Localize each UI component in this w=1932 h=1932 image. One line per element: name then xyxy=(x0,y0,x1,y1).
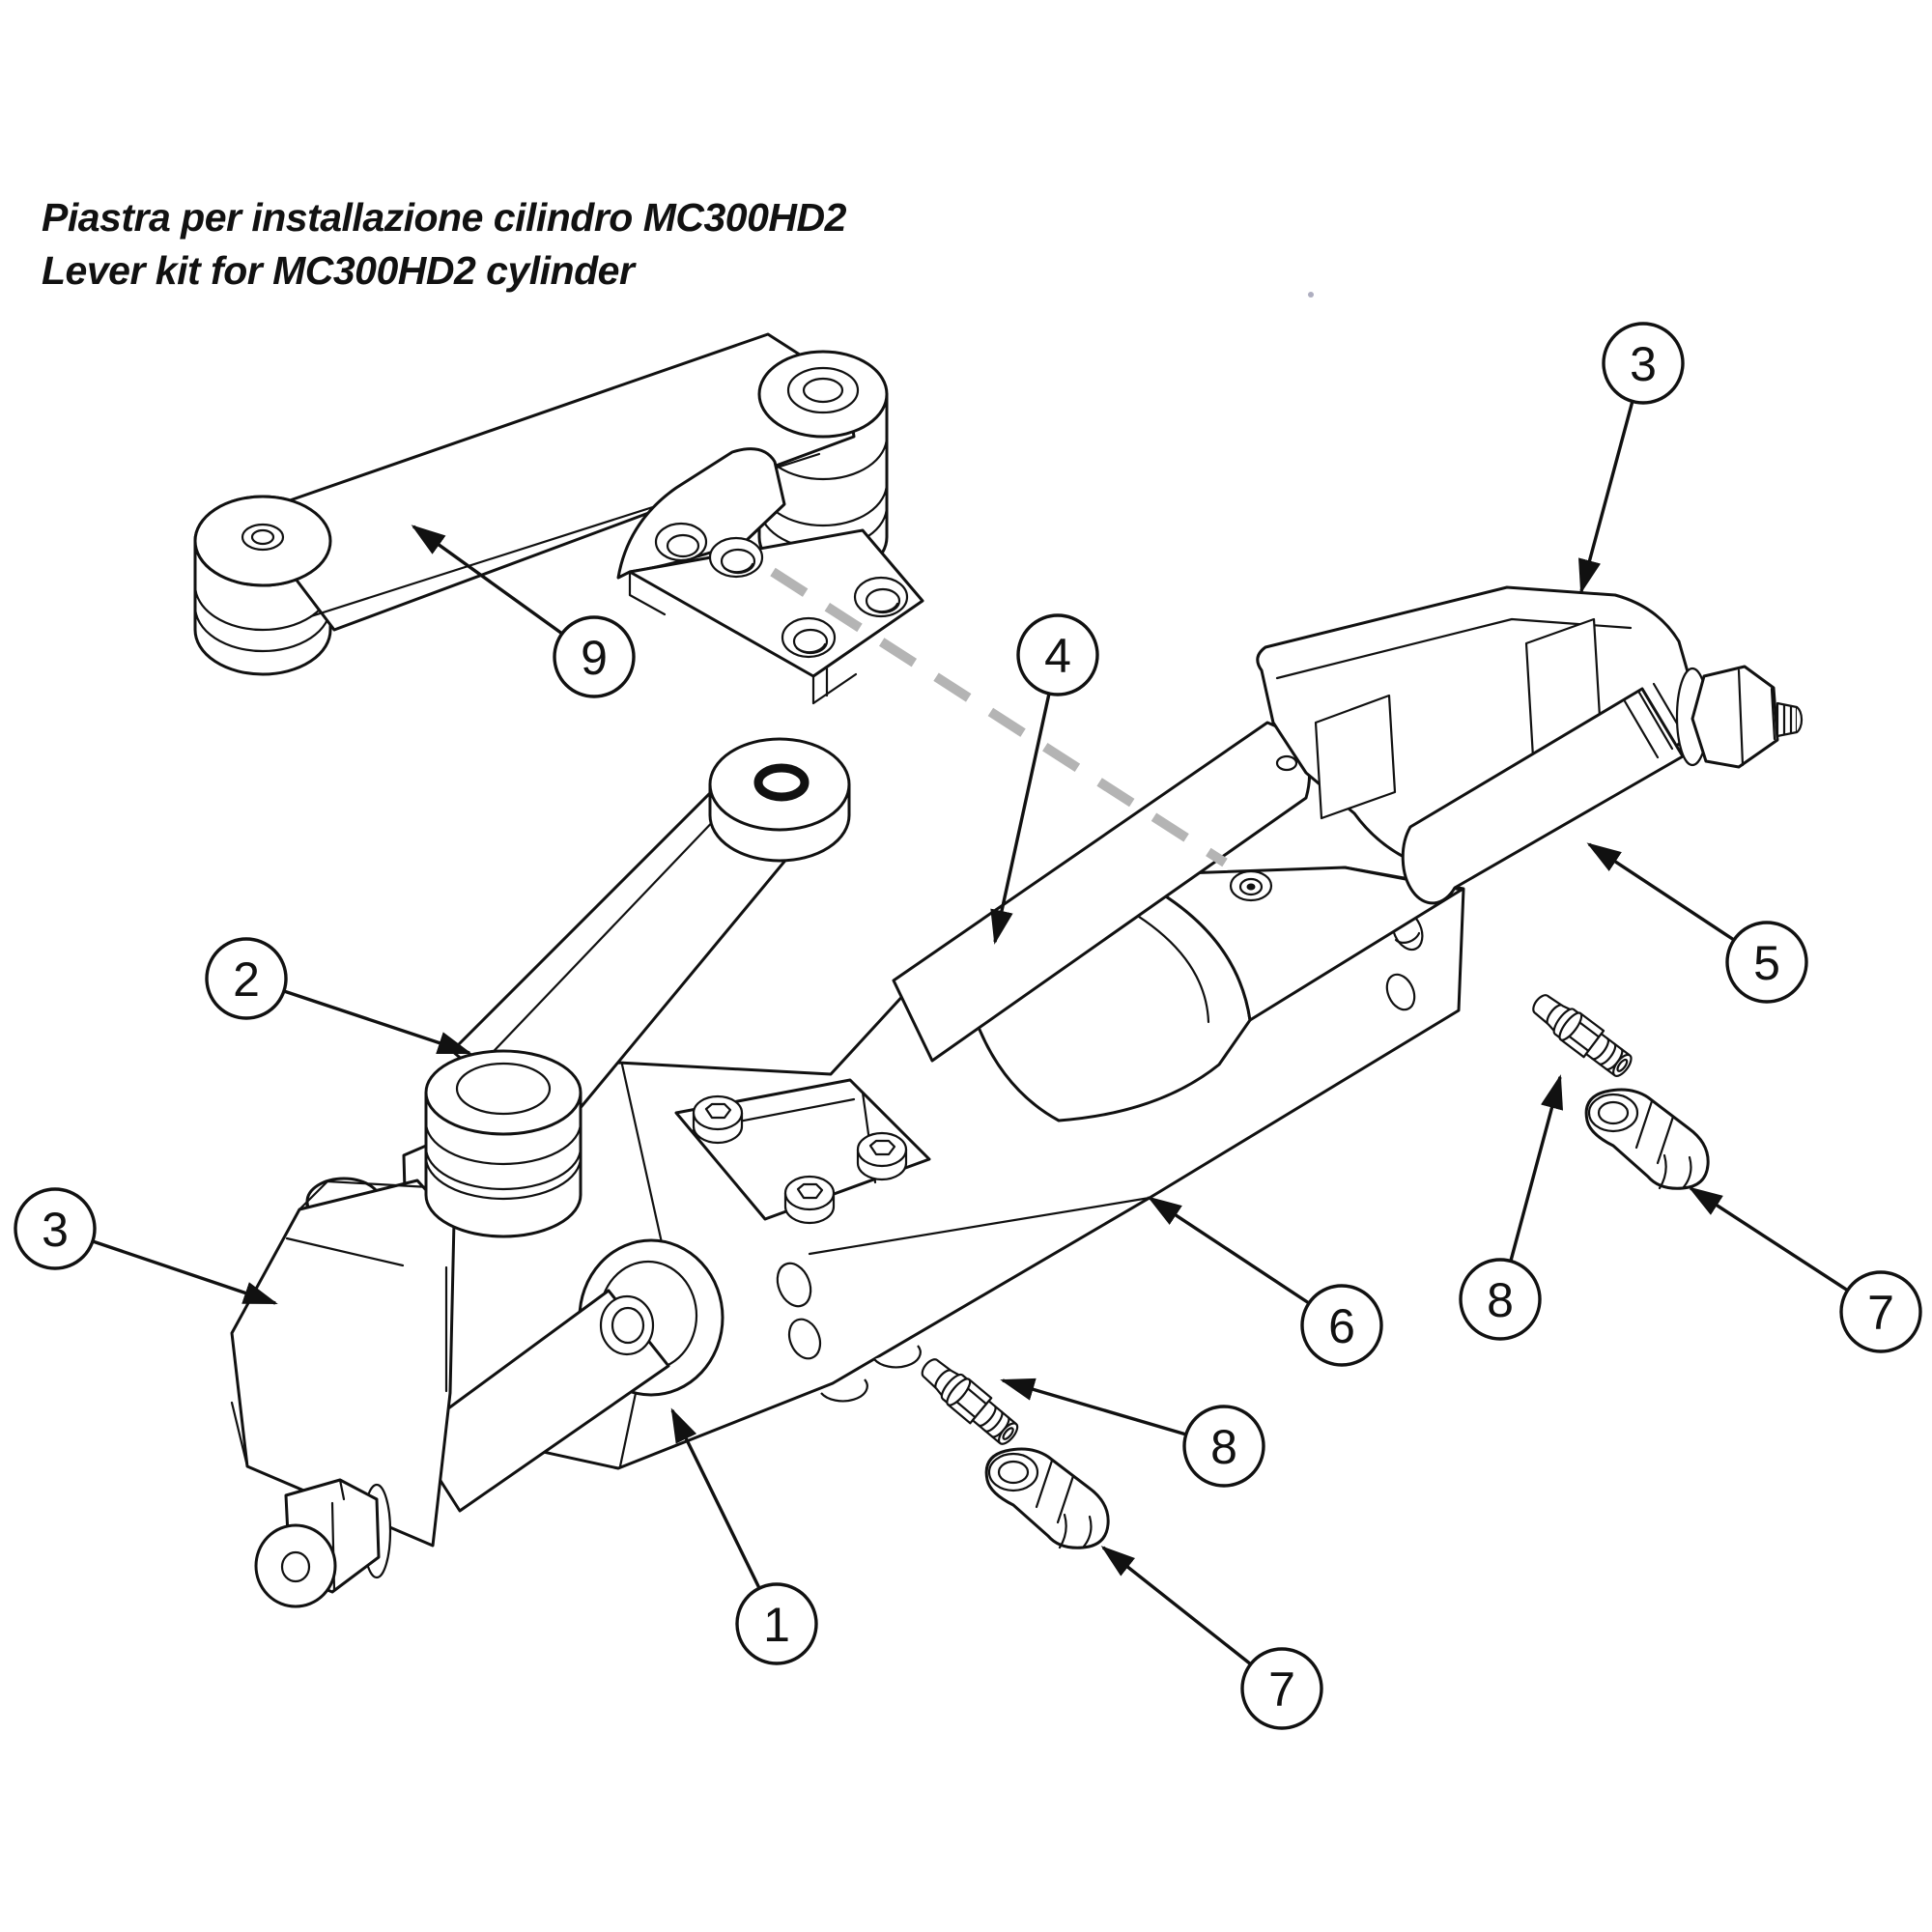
dashed-alignment-line xyxy=(770,567,1228,867)
callout-label: 6 xyxy=(1328,1299,1355,1353)
callout-7-bottom: 7 xyxy=(1100,1546,1323,1730)
clevis-top-right xyxy=(1256,585,1804,905)
left-bushing-hole xyxy=(241,523,285,552)
callout-label: 8 xyxy=(1487,1273,1514,1327)
callout-6: 6 xyxy=(1147,1196,1383,1367)
callout-1: 1 xyxy=(670,1407,818,1665)
callout-2: 2 xyxy=(205,937,472,1055)
callout-9: 9 xyxy=(411,525,636,698)
clevis-left xyxy=(230,1177,456,1608)
body-face-hole xyxy=(776,1262,812,1308)
callout-label: 9 xyxy=(581,631,608,685)
callout-5: 5 xyxy=(1586,842,1808,1004)
callout-label: 4 xyxy=(1044,629,1071,683)
callout-label: 3 xyxy=(42,1203,69,1257)
port-plug xyxy=(1229,869,1273,902)
end-face-hole xyxy=(1385,973,1416,1011)
callout-label: 7 xyxy=(1867,1286,1894,1340)
callout-4: 4 xyxy=(990,613,1099,945)
callout-label: 8 xyxy=(1210,1420,1237,1474)
callout-label: 1 xyxy=(763,1598,790,1652)
bracket-plate xyxy=(628,528,924,678)
callout-3-top-right: 3 xyxy=(1578,322,1685,594)
right-bushing-hole xyxy=(786,366,860,414)
link-arm-assembly xyxy=(193,332,889,676)
straight-fitting-bottom xyxy=(914,1350,1025,1452)
elbow-fitting-right xyxy=(1584,1088,1710,1190)
title-line-italian: Piastra per installazione cilindro MC300… xyxy=(42,195,846,240)
callout-8-right: 8 xyxy=(1459,1074,1564,1341)
clevis-window xyxy=(1314,694,1397,820)
print-artifact-dot xyxy=(1308,292,1314,298)
pivot-cap xyxy=(424,1049,582,1238)
socket-head-screw xyxy=(783,1175,836,1225)
callout-label: 7 xyxy=(1268,1662,1295,1717)
callout-3-left: 3 xyxy=(14,1187,278,1305)
piston-rod-front xyxy=(410,1289,670,1513)
rod-end-notch xyxy=(1275,754,1298,772)
callout-8-bottom: 8 xyxy=(1000,1378,1265,1488)
cylinder-mounting-pad xyxy=(674,1078,931,1225)
callout-label: 2 xyxy=(233,952,260,1007)
bracket-hole xyxy=(853,576,909,618)
bracket-hole xyxy=(781,616,837,659)
socket-head-screw xyxy=(692,1094,744,1145)
mounting-bracket xyxy=(616,447,924,705)
straight-fitting-right xyxy=(1525,986,1638,1084)
clevis-bottom-pin xyxy=(254,1478,392,1608)
elbow-fitting-bottom xyxy=(984,1447,1110,1549)
title-line-english: Lever kit for MC300HD2 cylinder xyxy=(42,248,635,293)
callout-7-right: 7 xyxy=(1688,1186,1922,1353)
callout-label: 5 xyxy=(1753,936,1780,990)
bracket-hole xyxy=(708,536,764,579)
gland-collar xyxy=(599,1294,655,1356)
socket-head-screw xyxy=(856,1131,908,1181)
bracket-hole xyxy=(654,522,708,562)
tiller-arm-boss xyxy=(708,737,851,863)
pin-hex-nut xyxy=(1690,665,1804,769)
bottom-port-boss xyxy=(820,1378,868,1403)
bottom-port-boss xyxy=(873,1345,922,1369)
drawing-title: Piastra per installazione cilindro MC300… xyxy=(42,191,846,298)
callout-label: 3 xyxy=(1630,337,1657,391)
body-face-hole xyxy=(787,1318,822,1360)
